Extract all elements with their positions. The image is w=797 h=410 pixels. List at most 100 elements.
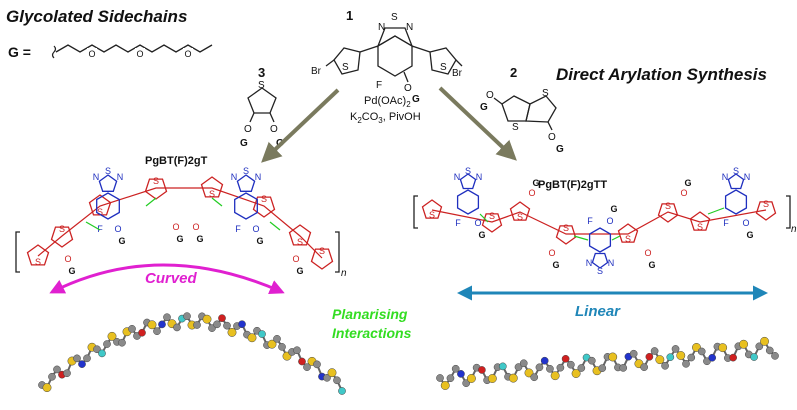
linear-thiophene-5: [657, 203, 679, 223]
glycol-chain: [55, 44, 213, 53]
curved-repeat-brackets: n: [15, 231, 347, 279]
monomer1-thiadiazole-s: S: [391, 12, 398, 23]
linear-side-o-0: O: [528, 188, 535, 198]
reagent-base-sub1: 2: [357, 116, 362, 125]
monomer1-right-link: [411, 45, 431, 53]
linear-bt-s-1: S: [597, 266, 603, 276]
linear-ball-atom-27: [577, 364, 586, 372]
reaction-arrow-left: [261, 88, 340, 163]
polymer-name-curved: PgBT(F)2gT: [145, 155, 208, 167]
linear-ball-atom-63: [765, 346, 774, 355]
monomer1-thiadiazole-n-left: N: [378, 22, 385, 33]
linear-backbone: [431, 209, 767, 235]
curved-bt-f-0: F: [97, 224, 103, 234]
curved-bt-o-1: O: [252, 224, 259, 234]
linear-thiophene-7: [755, 201, 777, 221]
curved-ball-atom-52: [298, 357, 306, 366]
reagents-label: Pd(OAc)2 K2CO3, PivOH: [350, 95, 421, 125]
linear-bt-o-2: O: [742, 218, 749, 228]
linear-thiophene-s-0: S: [429, 210, 435, 220]
curved-ball-atom-53: [303, 363, 311, 371]
curved-contact-1: [145, 197, 157, 207]
monomer1-benzene-ring: [377, 35, 413, 77]
curved-side-o-3: O: [292, 254, 299, 264]
linear-side-g-0: G: [532, 178, 539, 188]
monomer1-o-bond: [403, 71, 409, 83]
header-glycolated-sidechains: Glycolated Sidechains: [6, 7, 187, 26]
linear-bt-g-1: G: [610, 204, 617, 214]
linear-thiophene-s-1: S: [489, 211, 495, 221]
reagent-catalyst-sub: 2: [406, 100, 411, 109]
curved-ball-atom-33: [202, 314, 212, 324]
linear-contact-2: [611, 235, 621, 241]
linear-ball-atom-47: [682, 359, 690, 368]
linear-bt-n-left-0: N: [454, 172, 461, 182]
monomer-3: 3 S O O G G: [240, 65, 284, 149]
linear-thiophene-s-2: S: [517, 212, 523, 222]
curved-ball-atom-58: [327, 368, 337, 378]
curved-thiophene-s-1: S: [59, 224, 65, 234]
curved-ball-atom-11: [93, 345, 101, 354]
curved-bt-s-1: S: [243, 166, 249, 176]
monomer1-right-thiophene-s: S: [440, 62, 447, 73]
curved-thiophene-1: [50, 226, 74, 248]
monomer1-left-link: [359, 45, 379, 53]
curved-bracket-right: [335, 231, 340, 273]
curved-ball-atom-57: [323, 373, 331, 382]
curved-bt-g-0: G: [118, 236, 125, 246]
curved-repeat-n: n: [341, 268, 347, 279]
curved-backbone: [37, 187, 323, 259]
curved-bt-o-0: O: [114, 224, 121, 234]
linear-bt-benzene-0: [456, 189, 480, 215]
monomer1-left-thiophene-s: S: [342, 62, 349, 73]
monomer2-s-right: S: [542, 88, 549, 99]
glycol-o-mask-0: [87, 48, 97, 59]
curved-arrow: [49, 263, 285, 295]
linear-ball-atom-60: [750, 353, 758, 361]
reaction-arrow-right: [438, 86, 517, 161]
linear-ball-atom-3: [451, 364, 460, 373]
curved-ball-atom-44: [258, 330, 266, 338]
monomer1-right-br: Br: [452, 68, 463, 79]
curved-bt-n-left-1: N: [231, 172, 238, 182]
monomer3-o-right-bond: [269, 112, 275, 123]
linear-ball-atom-15: [514, 363, 523, 371]
linear-bt-n-left-1: N: [586, 258, 593, 268]
linear-ball-atom-52: [708, 353, 717, 362]
monomer1-thiadiazole-ring: [376, 27, 414, 48]
header-direct-arylation-synthesis: Direct Arylation Synthesis: [556, 65, 767, 84]
monomer1-oxygen: O: [404, 83, 412, 94]
curved-thiophene-7: [310, 248, 334, 270]
linear-bt-n-right-2: N: [744, 172, 751, 182]
linear-bracket-left: [413, 195, 418, 229]
linear-ball-atom-16: [519, 359, 528, 368]
linear-ball-atom-46: [676, 351, 686, 360]
linear-ball-atom-5: [462, 379, 471, 388]
curved-contact-2: [211, 197, 223, 207]
linear-ball-atom-6: [466, 374, 476, 383]
linear-ball-atom-43: [661, 361, 669, 370]
curved-ball-atom-2: [48, 372, 56, 381]
linear-ball-atom-19: [535, 363, 544, 372]
linear-bt-thiadiazole-0: [459, 173, 477, 190]
linear-ball-atom-22: [550, 371, 560, 381]
planarising-label-line2: Interactions: [332, 325, 412, 341]
curved-side-o-0: O: [64, 254, 71, 264]
linear-bt-s-0: S: [465, 166, 471, 176]
linear-ball-atom-24: [561, 354, 570, 363]
curved-bt-benzene-0: [96, 192, 120, 220]
curved-side-g-3: G: [296, 266, 303, 276]
curved-ball-atom-22: [147, 320, 157, 330]
monomer3-g-left: G: [240, 138, 248, 149]
linear-ball-atom-64: [771, 352, 779, 360]
curved-ball-atom-25: [163, 313, 171, 322]
curved-bt-thiadiazole-1: [236, 174, 256, 192]
linear-ball-atom-39: [640, 363, 648, 371]
linear-ball-atom-56: [729, 353, 737, 362]
linear-ball-atom-10: [487, 374, 497, 383]
curved-ball-atom-37: [223, 321, 231, 330]
linear-bt-thiadiazole-1: [591, 252, 609, 269]
linear-thiophene-6: [689, 211, 711, 231]
